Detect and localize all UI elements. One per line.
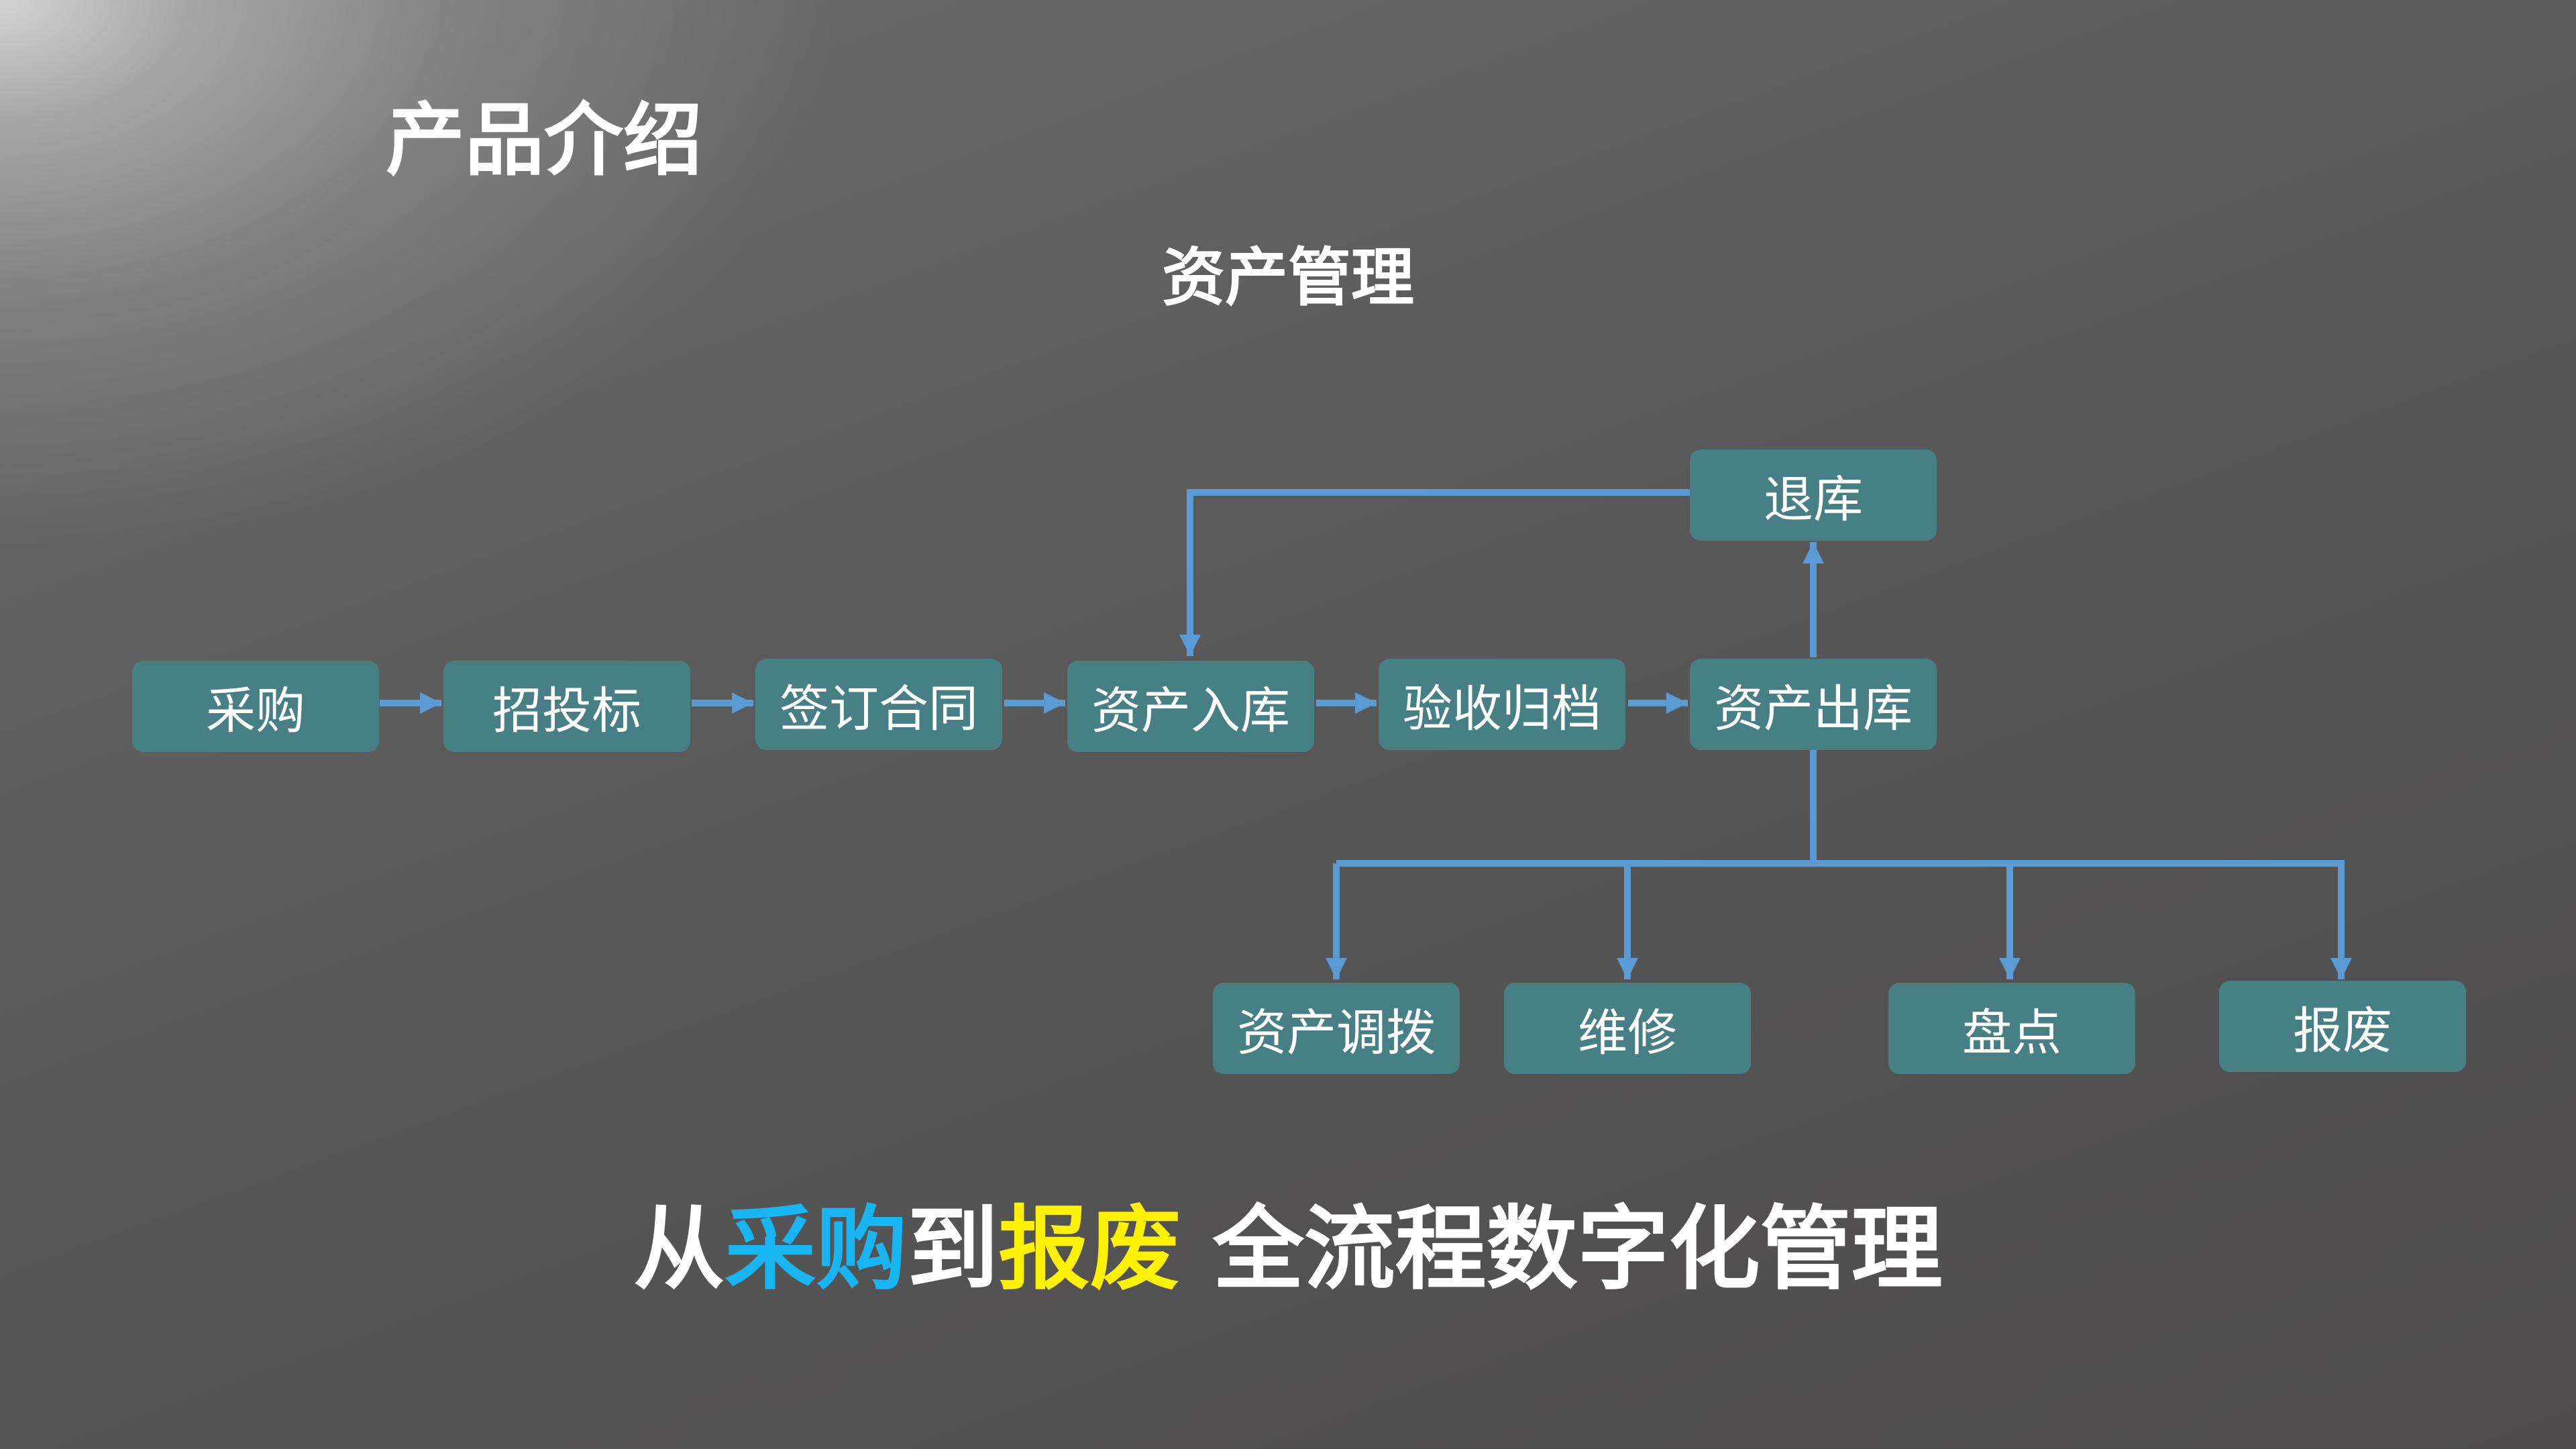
tagline-end: 报废 [998, 1197, 1181, 1303]
tagline-prefix: 从 [633, 1197, 725, 1303]
node-acceptance: 验收归档 [1379, 659, 1625, 750]
node-return: 退库 [1690, 449, 1937, 541]
tagline-middle: 到 [907, 1197, 999, 1303]
node-bidding: 招投标 [443, 661, 690, 752]
tagline-start: 采购 [724, 1197, 908, 1303]
node-transfer: 资产调拨 [1213, 983, 1460, 1074]
node-scrap: 报废 [2219, 981, 2466, 1072]
node-stock-out: 资产出库 [1690, 659, 1937, 750]
node-purchase: 采购 [132, 661, 379, 752]
tagline: 从采购到报废 全流程数字化管理 [0, 1204, 2576, 1295]
node-repair: 维修 [1504, 983, 1751, 1074]
tagline-suffix: 全流程数字化管理 [1181, 1197, 1943, 1303]
node-inventory: 盘点 [1888, 983, 2135, 1074]
diagram-title: 资产管理 [1161, 241, 1414, 315]
arrow-return-stockin [1179, 489, 1690, 656]
slide-title: 产品介绍 [386, 94, 703, 186]
node-contract: 签订合同 [755, 659, 1002, 750]
node-stock-in: 资产入库 [1067, 661, 1314, 752]
